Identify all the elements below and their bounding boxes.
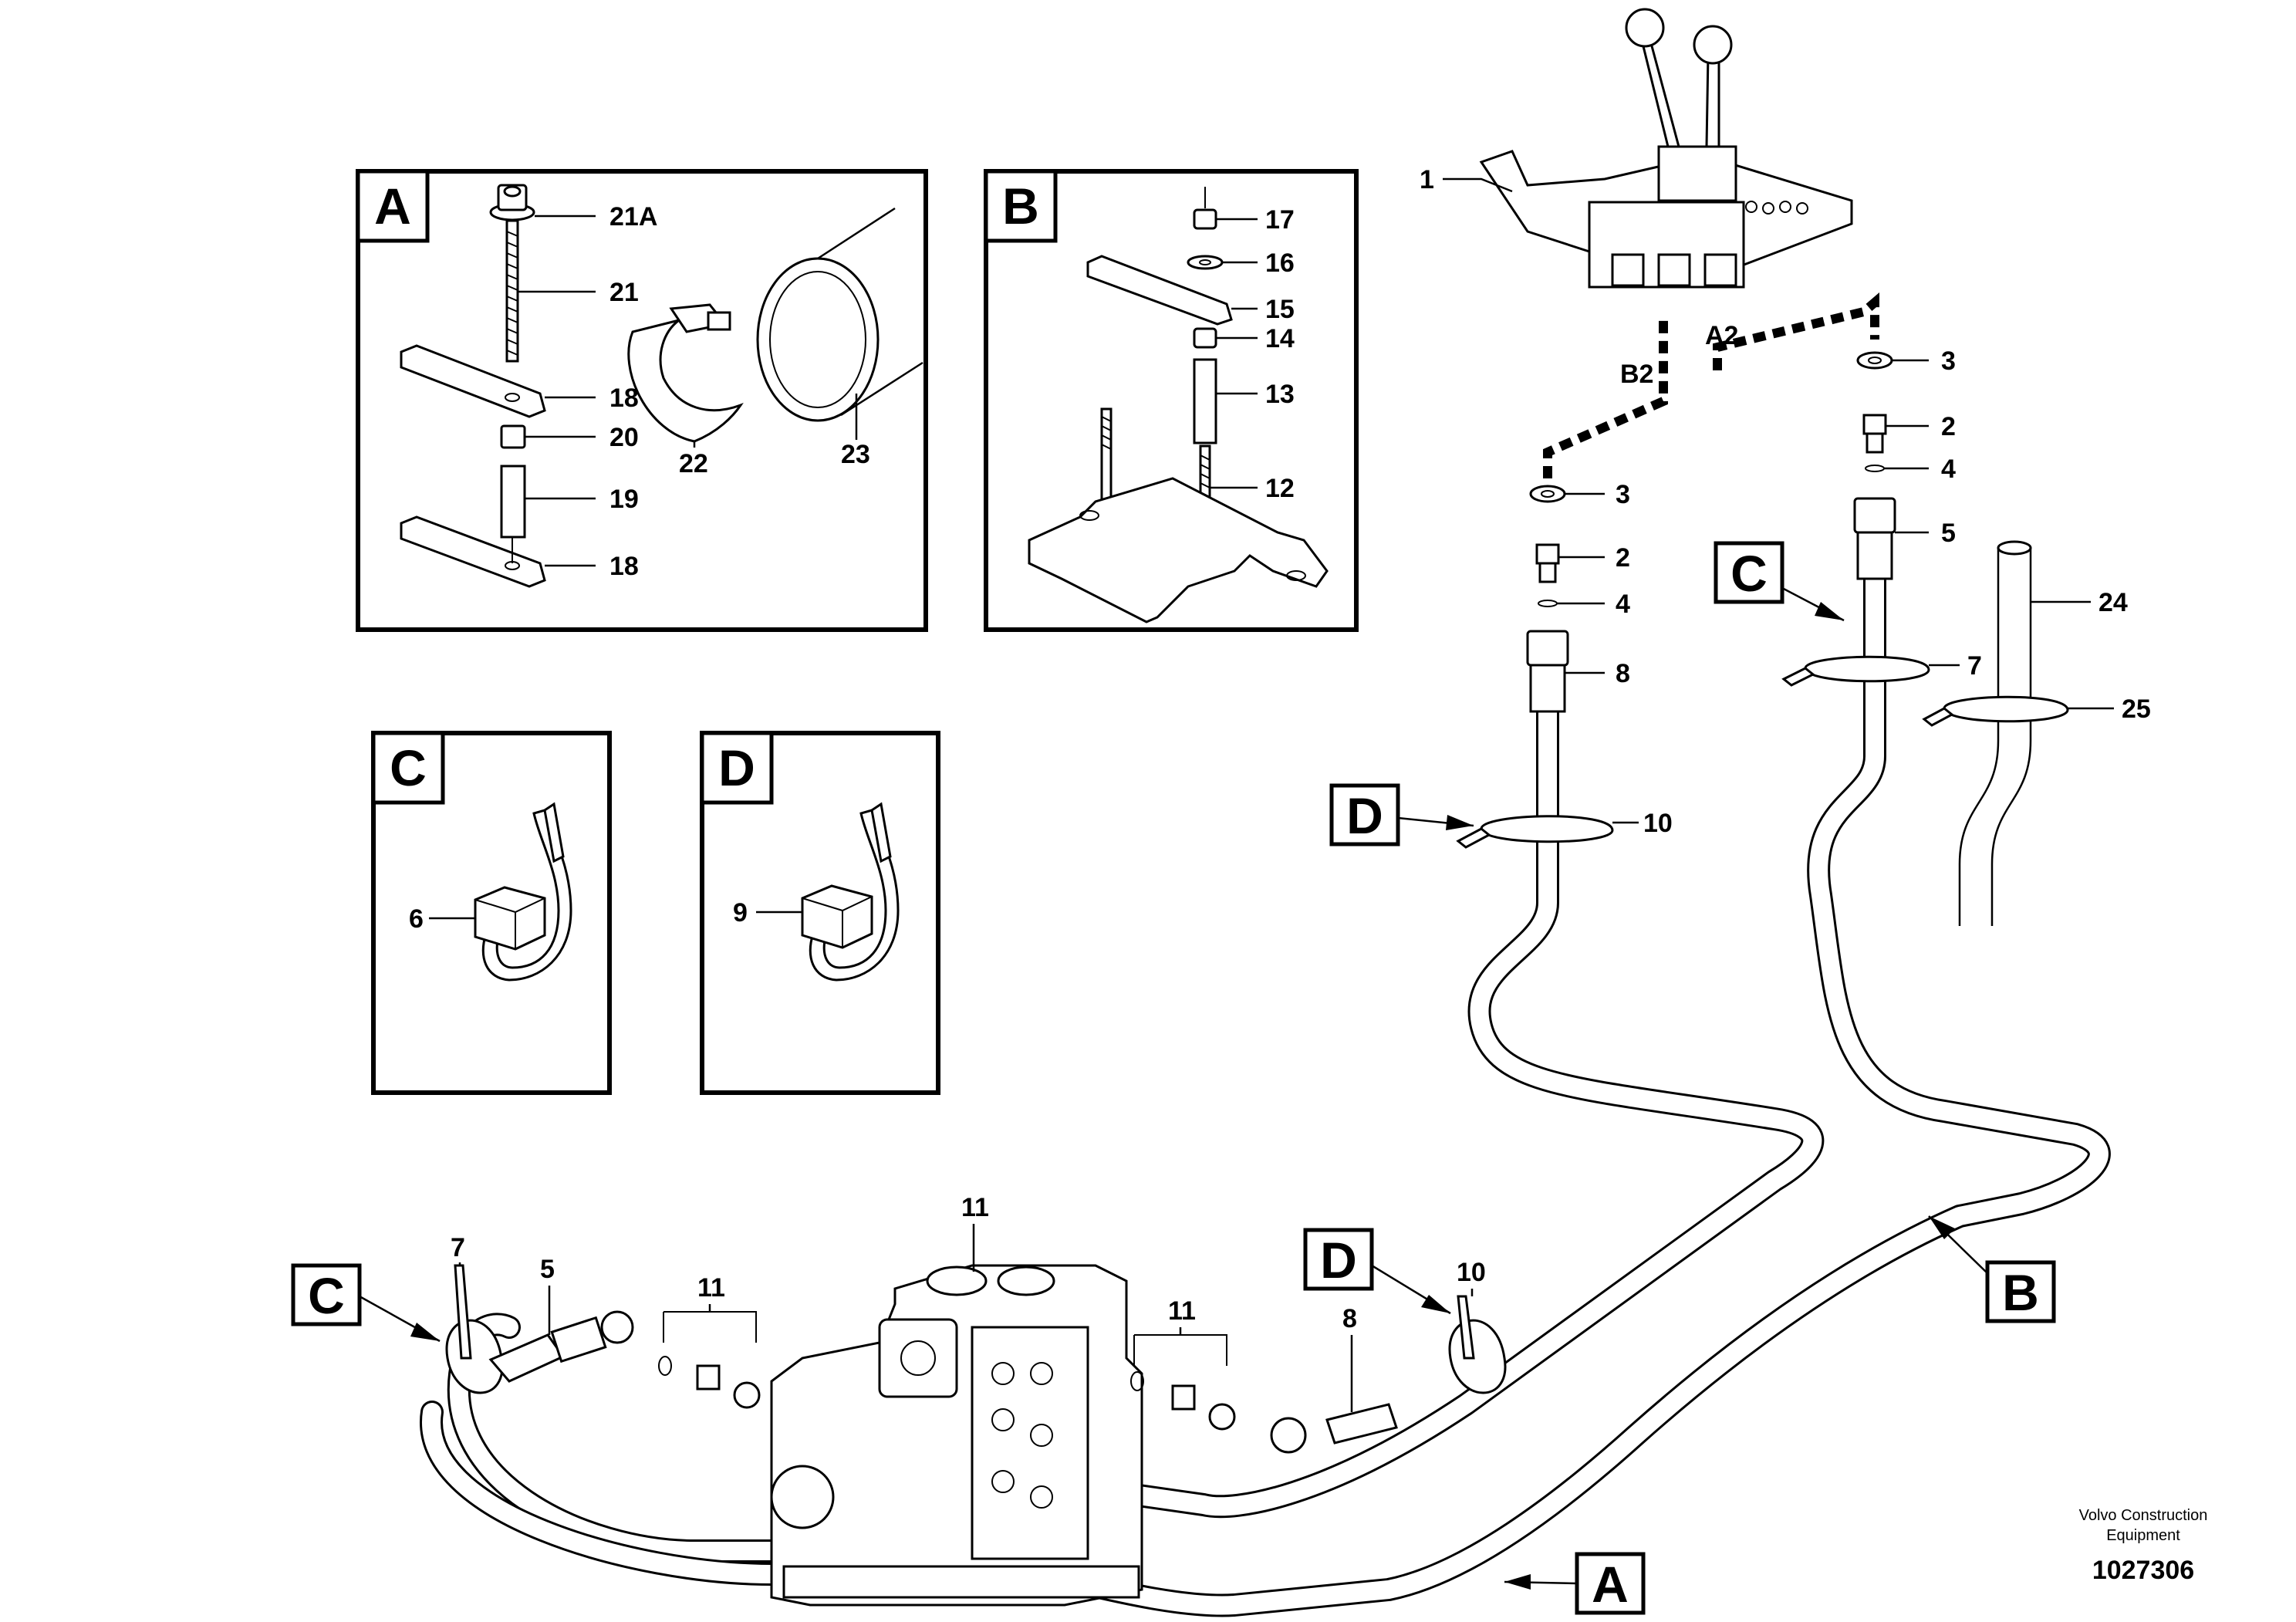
label-25: 25 bbox=[2122, 694, 2151, 724]
tag-d-lower: D bbox=[1320, 1232, 1357, 1289]
tag-b-right: B bbox=[2002, 1264, 2039, 1321]
port-a2: A2 bbox=[1705, 321, 1738, 350]
label-8-lower: 8 bbox=[1342, 1304, 1357, 1333]
label-21a: 21A bbox=[609, 202, 657, 231]
label-4-right: 4 bbox=[1941, 454, 1956, 484]
footer: Volvo Construction Equipment 1027306 bbox=[2079, 1507, 2208, 1585]
label-13: 13 bbox=[1265, 380, 1295, 409]
tag-c-right: C bbox=[1730, 545, 1768, 602]
label-10-lower: 10 bbox=[1457, 1258, 1486, 1287]
hose-b bbox=[420, 521, 2111, 1617]
label-12: 12 bbox=[1265, 474, 1295, 503]
label-19: 19 bbox=[609, 485, 639, 514]
label-7-left: 7 bbox=[451, 1233, 465, 1262]
panel-d-tag: D bbox=[718, 739, 755, 796]
label-6: 6 bbox=[409, 904, 424, 934]
label-15: 15 bbox=[1265, 295, 1295, 324]
label-11-right: 11 bbox=[1168, 1296, 1196, 1326]
label-21: 21 bbox=[609, 278, 639, 307]
label-18-bottom: 18 bbox=[609, 552, 639, 581]
label-4-left: 4 bbox=[1616, 590, 1630, 619]
clamp-25 bbox=[1943, 695, 2069, 723]
label-22: 22 bbox=[679, 449, 708, 478]
label-24: 24 bbox=[2098, 588, 2128, 617]
clamp-10-lower bbox=[1448, 1319, 1507, 1394]
detail-panel-b: B 17 16 15 14 13 12 bbox=[984, 169, 1359, 632]
detail-panel-c: C 6 bbox=[371, 731, 612, 1095]
company-line-1: Volvo Construction bbox=[2079, 1507, 2208, 1524]
label-2-left: 2 bbox=[1616, 543, 1630, 573]
label-23: 23 bbox=[841, 440, 870, 469]
label-1: 1 bbox=[1420, 165, 1434, 194]
label-8-upper: 8 bbox=[1616, 659, 1630, 688]
label-9: 9 bbox=[733, 898, 748, 928]
label-11-top: 11 bbox=[961, 1193, 989, 1222]
label-20: 20 bbox=[609, 423, 639, 452]
panel-c-tag: C bbox=[390, 739, 427, 796]
panel-b-tag: B bbox=[1002, 177, 1039, 235]
company-line-2: Equipment bbox=[2106, 1527, 2180, 1544]
tag-c-left: C bbox=[308, 1267, 345, 1324]
main-assembly: C D C D B A B2 A2 1 3 2 4 8 10 bbox=[291, 8, 2151, 1617]
label-14: 14 bbox=[1265, 324, 1295, 353]
label-18-top: 18 bbox=[609, 384, 639, 413]
label-16: 16 bbox=[1265, 248, 1295, 278]
label-7-right: 7 bbox=[1967, 651, 1982, 681]
port-b2: B2 bbox=[1620, 360, 1653, 389]
label-11-left: 11 bbox=[697, 1273, 725, 1303]
tag-d-upper: D bbox=[1346, 787, 1383, 844]
clamp-10-upper bbox=[1480, 815, 1614, 843]
label-5-left: 5 bbox=[540, 1255, 555, 1284]
figure-id: 1027306 bbox=[2092, 1556, 2194, 1585]
detail-panel-d: D 9 bbox=[700, 731, 940, 1095]
detail-panel-a: A 21A 21 bbox=[356, 169, 928, 632]
label-5-right: 5 bbox=[1941, 519, 1956, 548]
label-2-right: 2 bbox=[1941, 412, 1956, 441]
label-17: 17 bbox=[1265, 205, 1295, 235]
label-10-upper: 10 bbox=[1643, 809, 1673, 838]
label-3-right: 3 bbox=[1941, 346, 1956, 376]
label-3-left: 3 bbox=[1616, 480, 1630, 509]
tag-a-bottom: A bbox=[1592, 1556, 1629, 1613]
clamp-7-right bbox=[1804, 655, 1930, 683]
panel-a-tag: A bbox=[374, 177, 411, 235]
